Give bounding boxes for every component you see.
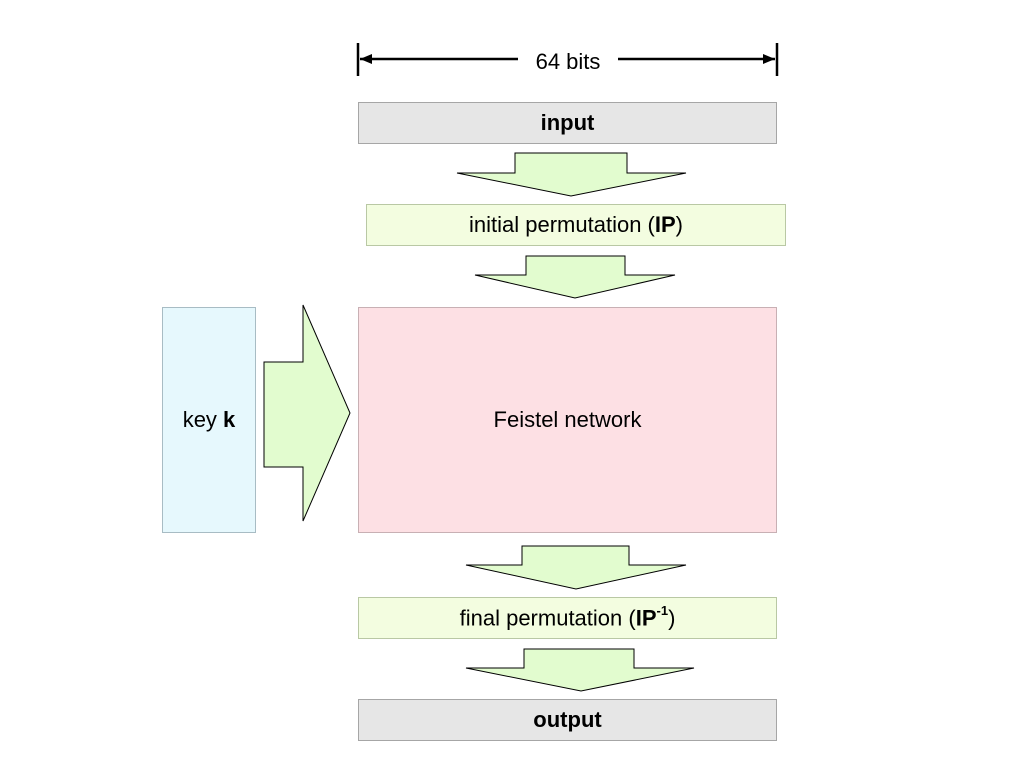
initial-permutation-label: initial permutation (IP) — [469, 212, 683, 238]
width-label: 64 bits — [520, 49, 616, 75]
output-block: output — [358, 699, 777, 741]
feistel-network-label: Feistel network — [493, 407, 642, 432]
initial-permutation-block: initial permutation (IP) — [366, 204, 786, 246]
final-permutation-suffix: ) — [668, 605, 676, 631]
output-label: output — [533, 707, 602, 732]
final-permutation-label: final permutation (IP-1) — [459, 602, 676, 631]
arrow-network-to-fp — [465, 545, 687, 590]
arrow-input-to-ip — [456, 152, 687, 197]
final-permutation-block: final permutation (IP-1) — [358, 597, 777, 639]
feistel-network-block: Feistel network — [358, 307, 777, 533]
initial-permutation-prefix: initial permutation ( — [469, 212, 655, 237]
key-prefix: key — [182, 407, 224, 432]
input-block: input — [358, 102, 777, 144]
key-block: key k — [162, 307, 256, 533]
ip-inverse-exponent: -1 — [656, 602, 669, 618]
width-indicator — [356, 43, 779, 76]
ip-inverse-abbreviation: IP — [635, 605, 657, 631]
initial-permutation-suffix: ) — [675, 212, 683, 237]
ip-abbreviation: IP — [654, 212, 676, 237]
input-label: input — [540, 110, 595, 135]
arrow-ip-to-network — [474, 255, 676, 299]
key-label: key k — [183, 407, 236, 433]
arrow-fp-to-output — [465, 648, 695, 692]
arrow-key-to-network — [263, 304, 351, 522]
key-symbol: k — [223, 407, 236, 432]
final-permutation-prefix: final permutation ( — [459, 605, 636, 631]
